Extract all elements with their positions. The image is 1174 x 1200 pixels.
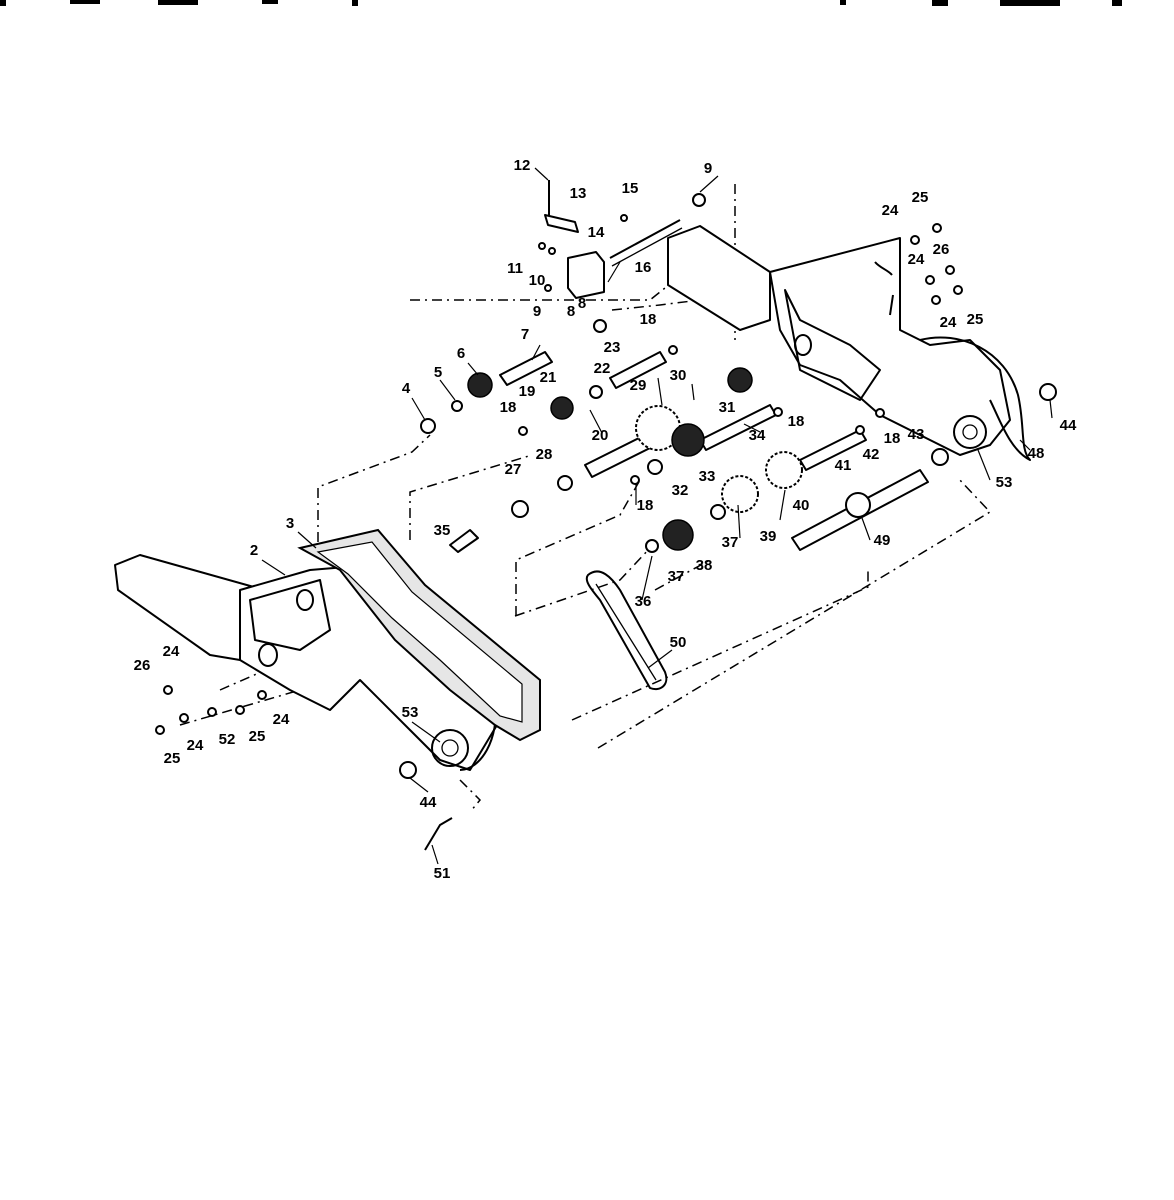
part-label-40: 40 [793,497,810,514]
part-label-24e: 24 [908,251,925,268]
part-label-15: 15 [622,180,639,197]
left-housing-half [114,554,501,771]
part-label-26b: 26 [933,241,950,258]
part-label-35: 35 [434,522,451,539]
small-hardware [155,193,1057,851]
part-label-9a: 9 [704,160,712,177]
part-label-18e: 18 [884,430,901,447]
part-label-41: 41 [835,457,852,474]
part-label-36: 36 [635,593,652,610]
part-label-16: 16 [635,259,652,276]
part-label-37a: 37 [722,534,739,551]
part-label-3: 3 [286,515,294,532]
shift-assembly [538,180,683,299]
part-label-42: 42 [863,446,880,463]
part-label-18d: 18 [637,497,654,514]
part-label-30: 30 [670,367,687,384]
part-label-48: 48 [1028,445,1045,462]
part-label-9b: 9 [533,303,541,320]
part-label-24c: 24 [187,737,204,754]
part-label-28: 28 [536,446,553,463]
part-label-18b: 18 [500,399,517,416]
part-label-4: 4 [402,380,411,397]
scan-edge-marks [0,0,1122,6]
part-label-52: 52 [219,731,236,748]
part-label-2: 2 [250,542,258,559]
part-label-53b: 53 [402,704,419,721]
part-label-8b: 8 [578,295,586,312]
part-label-26a: 26 [134,657,151,674]
part-label-50: 50 [670,634,687,651]
part-label-43: 43 [908,426,925,443]
part-label-8a: 8 [567,303,575,320]
part-label-6: 6 [457,345,465,362]
part-label-24d: 24 [882,202,899,219]
part-label-25b: 25 [164,750,181,767]
part-label-7: 7 [521,326,529,343]
part-label-33: 33 [699,468,716,485]
part-label-49: 49 [874,532,891,549]
part-label-51: 51 [434,865,451,882]
part-label-10: 10 [529,272,546,289]
part-label-39: 39 [760,528,777,545]
part-label-38: 38 [696,557,713,574]
part-label-34: 34 [749,427,766,444]
part-label-25c: 25 [912,189,929,206]
part-label-25a: 25 [249,728,266,745]
part-label-24f: 24 [940,314,957,331]
part-label-37b: 37 [668,568,685,585]
part-label-24b: 24 [273,711,290,728]
part-label-31: 31 [719,399,736,416]
part-label-44b: 44 [420,794,437,811]
right-housing-half [667,225,1031,461]
part-label-5: 5 [434,364,442,381]
part-label-53a: 53 [996,474,1013,491]
part-label-25d: 25 [967,311,984,328]
part-label-21: 21 [540,369,557,386]
part-label-18a: 18 [640,311,657,328]
part-label-44a: 44 [1060,417,1077,434]
part-label-14: 14 [588,224,605,241]
part-label-12: 12 [514,157,531,174]
part-label-24a: 24 [163,643,180,660]
part-label-18c: 18 [788,413,805,430]
gears [467,367,871,551]
part-label-27: 27 [505,461,522,478]
part-label-13: 13 [570,185,587,202]
gasket [297,528,541,742]
part-label-19: 19 [519,383,536,400]
part-label-23: 23 [604,339,621,356]
drive-belt [585,570,668,691]
part-label-29: 29 [630,377,647,394]
part-label-32: 32 [672,482,689,499]
part-label-20: 20 [592,427,609,444]
part-label-11: 11 [507,260,523,277]
part-label-22: 22 [594,360,611,377]
leader-lines [261,167,1053,865]
